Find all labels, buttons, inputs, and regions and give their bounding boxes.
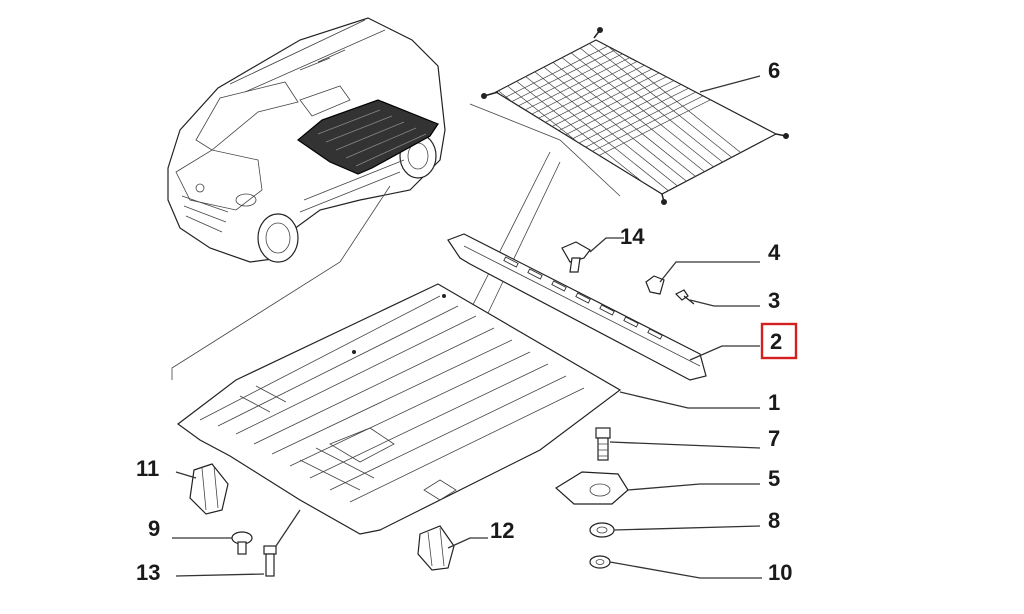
callout-5[interactable]: 5 [768,466,780,491]
bolt [595,427,611,461]
callout-2[interactable]: 2 [770,329,782,354]
callout-11[interactable]: 11 [136,456,159,481]
callout-12[interactable]: 12 [490,518,514,543]
callout-2-highlight-box [760,322,798,360]
push-clip [561,241,591,273]
callout-1[interactable]: 1 [768,390,780,415]
rivet [231,531,253,555]
callout-14[interactable]: 14 [620,224,645,249]
callout-6[interactable]: 6 [768,58,780,83]
screw [674,289,695,305]
load-floor [176,283,622,535]
tie-down-plate [554,471,629,505]
washer-small [589,555,611,569]
callout-9[interactable]: 9 [148,516,160,541]
washer [589,522,615,538]
leader-lines [172,75,762,579]
callout-10[interactable]: 10 [768,560,792,585]
van-illustration [167,17,446,263]
callout-labels: 6 14 4 3 2 1 7 5 8 10 11 12 9 13 [136,58,798,585]
floor-strip [447,233,707,381]
callout-3[interactable]: 3 [768,288,780,313]
callout-13[interactable]: 13 [136,560,160,585]
callout-7[interactable]: 7 [768,426,780,451]
bracket-right [417,525,455,571]
clip-nut [645,275,665,295]
bracket-left [189,463,229,515]
callout-4[interactable]: 4 [768,240,781,265]
callout-8[interactable]: 8 [768,508,780,533]
bolt-small [263,545,277,577]
